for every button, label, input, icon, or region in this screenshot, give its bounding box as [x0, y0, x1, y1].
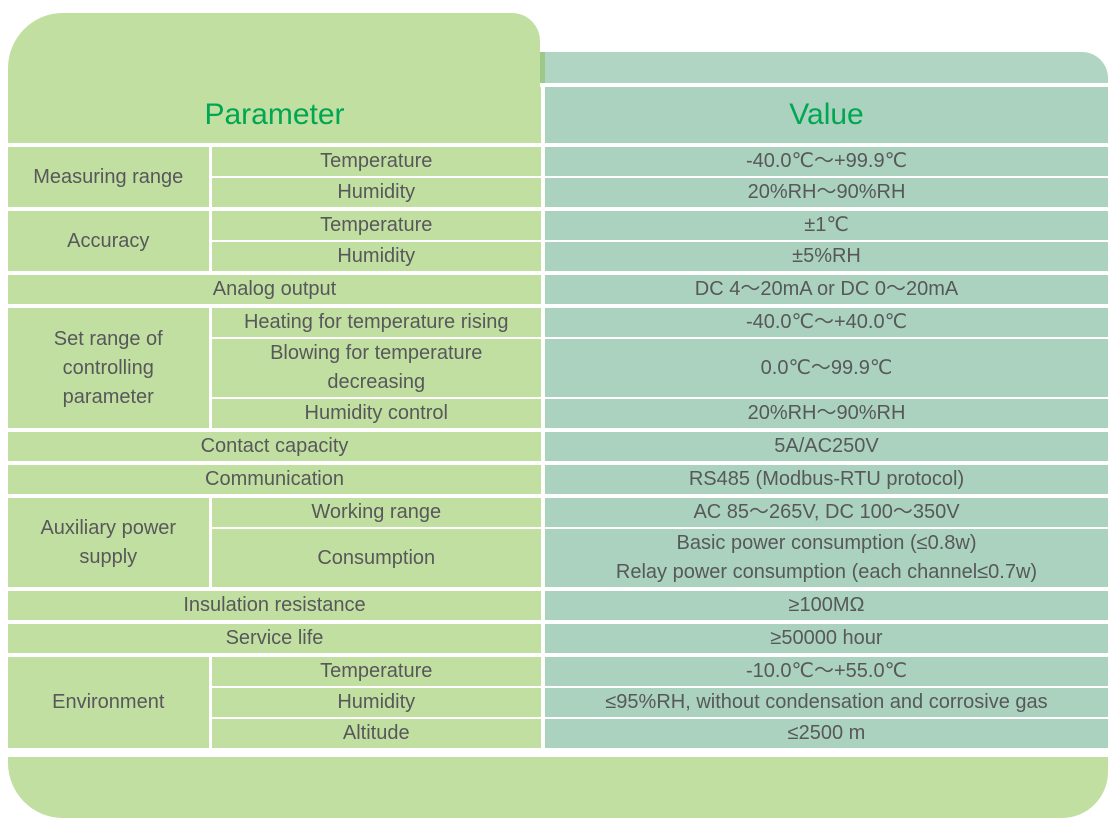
table-row: Altitude ≤2500 m — [8, 717, 1108, 748]
table-row: Blowing for temperature decreasing 0.0℃～… — [8, 337, 1108, 398]
group-cell-environment: Environment — [8, 653, 212, 748]
value-cell: ≥100MΩ — [543, 587, 1108, 622]
table-row: Environment Temperature -10.0℃～+55.0℃ — [8, 653, 1108, 748]
table-row: Insulation resistance ≥100MΩ — [8, 587, 1108, 622]
spec-table: Parameter Value Measuring range Temperat… — [8, 87, 1108, 748]
value-cell: 20%RH～90%RH — [543, 397, 1108, 430]
param-cell-contact-capacity: Contact capacity — [8, 428, 545, 463]
table-row: Humidity ≤95%RH, without condensation an… — [8, 686, 1108, 718]
param-cell: Blowing for temperature decreasing — [210, 337, 545, 398]
table-row: Humidity 20%RH～90%RH — [8, 176, 1108, 209]
value-cell: ≤95%RH, without condensation and corrosi… — [543, 686, 1108, 718]
param-cell: Consumption — [210, 527, 545, 589]
param-cell-insulation-resistance: Insulation resistance — [8, 587, 545, 622]
table-row: Consumption Basic power consumption (≤0.… — [8, 527, 1108, 589]
value-cell: ±1℃ — [543, 207, 1108, 241]
table-row: Humidity ±5%RH — [8, 240, 1108, 273]
value-cell: 5A/AC250V — [543, 428, 1108, 463]
value-cell: RS485 (Modbus-RTU protocol) — [543, 461, 1108, 496]
value-line: Relay power consumption (each channel≤0.… — [615, 561, 1038, 583]
value-line: Basic power consumption (≤0.8w) — [676, 532, 977, 554]
param-cell: Temperature — [210, 207, 545, 241]
bottom-band — [8, 757, 1108, 818]
param-cell: Humidity — [210, 176, 545, 209]
table-row: Set range of controlling parameter Heati… — [8, 304, 1108, 430]
table-row: Auxiliary power supply Working range AC … — [8, 494, 1108, 589]
value-cell: -10.0℃～+55.0℃ — [543, 653, 1108, 687]
param-cell: Altitude — [210, 717, 545, 748]
table-row: Humidity control 20%RH～90%RH — [8, 397, 1108, 430]
param-cell: Working range — [210, 494, 545, 528]
table-row: Accuracy Temperature ±1℃ — [8, 207, 1108, 273]
table-row: Service life ≥50000 hour — [8, 620, 1108, 655]
param-cell-analog-output: Analog output — [8, 271, 545, 306]
param-cell-service-life: Service life — [8, 620, 545, 655]
value-cell: AC 85～265V, DC 100～350V — [543, 494, 1108, 528]
param-cell: Heating for temperature rising — [210, 304, 545, 338]
value-cell: Basic power consumption (≤0.8w) Relay po… — [543, 527, 1108, 589]
header-row: Parameter Value — [8, 87, 1108, 147]
value-cell: -40.0℃～+99.9℃ — [543, 143, 1108, 177]
value-cell: DC 4～20mA or DC 0～20mA — [543, 271, 1108, 306]
tab-overlap-notch — [540, 52, 545, 83]
value-cell: ≥50000 hour — [543, 620, 1108, 655]
param-cell: Humidity control — [210, 397, 545, 430]
value-cell: ≤2500 m — [543, 717, 1108, 748]
table-row: Measuring range Temperature -40.0℃～+99.9… — [8, 143, 1108, 209]
param-cell: Temperature — [210, 653, 545, 687]
param-cell: Humidity — [210, 240, 545, 273]
value-header: Value — [543, 87, 1108, 147]
group-cell-accuracy: Accuracy — [8, 207, 212, 273]
table-row: Analog output DC 4～20mA or DC 0～20mA — [8, 271, 1108, 306]
value-cell: -40.0℃～+40.0℃ — [543, 304, 1108, 338]
value-cell: ±5%RH — [543, 240, 1108, 273]
parameter-header: Parameter — [8, 87, 545, 147]
value-cell: 0.0℃～99.9℃ — [543, 337, 1108, 398]
group-cell-measuring-range: Measuring range — [8, 143, 212, 209]
param-cell: Temperature — [210, 143, 545, 177]
param-cell: Humidity — [210, 686, 545, 718]
value-card-tab — [544, 52, 1108, 83]
table-row: Communication RS485 (Modbus-RTU protocol… — [8, 461, 1108, 496]
table-row: Contact capacity 5A/AC250V — [8, 428, 1108, 463]
value-cell: 20%RH～90%RH — [543, 176, 1108, 209]
group-cell-auxiliary-power: Auxiliary power supply — [8, 494, 212, 589]
param-cell-communication: Communication — [8, 461, 545, 496]
group-cell-set-range: Set range of controlling parameter — [8, 304, 212, 430]
